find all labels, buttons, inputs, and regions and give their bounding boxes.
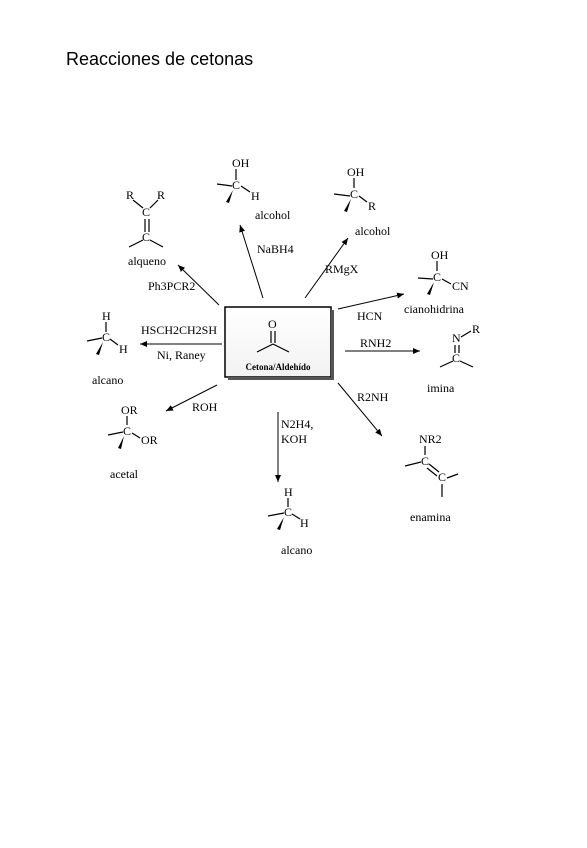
- svg-text:C: C: [452, 351, 460, 365]
- label-enamina: enamina: [410, 510, 451, 524]
- reagent-ph3pcr2: Ph3PCR2: [148, 279, 195, 293]
- svg-text:OH: OH: [347, 165, 365, 179]
- arrow-alcohol-1: [239, 224, 264, 299]
- svg-text:H: H: [102, 309, 111, 323]
- svg-text:N: N: [452, 331, 461, 345]
- product-imina: N R C imina: [427, 322, 480, 395]
- center-box: O Cetona/Aldehído: [224, 306, 334, 380]
- product-acetal: OR C OR acetal: [107, 403, 158, 481]
- svg-text:C: C: [123, 424, 131, 438]
- label-alcano-1: alcano: [92, 373, 123, 387]
- svg-text:OR: OR: [121, 403, 138, 417]
- carbonyl-oxygen: O: [268, 317, 277, 331]
- label-imina: imina: [427, 381, 455, 395]
- svg-text:C: C: [102, 330, 110, 344]
- arrow-enamina: [337, 382, 383, 437]
- svg-text:H: H: [119, 342, 128, 356]
- reagent-rmgx: RMgX: [325, 262, 359, 276]
- product-alcano-2: H C H alcano: [267, 485, 312, 557]
- svg-text:H: H: [300, 516, 309, 530]
- page-title: Reacciones de cetonas: [66, 49, 254, 69]
- reagent-roh: ROH: [192, 400, 218, 414]
- product-enamina: NR2 C C enamina: [404, 432, 459, 524]
- reagent-n2h4: N2H4,: [281, 417, 313, 431]
- svg-text:H: H: [251, 189, 260, 203]
- reagent-rnh2: RNH2: [360, 336, 391, 350]
- product-cianohidrina: OH C CN cianohidrina: [404, 248, 469, 316]
- arrow-acetal: [165, 384, 218, 412]
- svg-text:C: C: [142, 205, 150, 219]
- svg-text:OR: OR: [141, 433, 158, 447]
- label-acetal: acetal: [110, 467, 139, 481]
- reagent-ni-raney: Ni, Raney: [157, 348, 206, 362]
- svg-text:R: R: [472, 322, 480, 336]
- svg-text:R: R: [126, 188, 134, 202]
- svg-text:OH: OH: [232, 156, 250, 170]
- svg-text:R: R: [157, 188, 165, 202]
- label-alcohol-2: alcohol: [355, 224, 391, 238]
- reagent-hcn: HCN: [357, 309, 383, 323]
- reagent-hsch2ch2sh: HSCH2CH2SH: [141, 323, 217, 337]
- svg-text:C: C: [232, 178, 240, 192]
- reagent-nabh4: NaBH4: [257, 242, 294, 256]
- product-alcano-1: H C H alcano: [86, 309, 128, 387]
- svg-text:C: C: [438, 470, 446, 484]
- label-cianohidrina: cianohidrina: [404, 302, 465, 316]
- label-alcohol-1: alcohol: [255, 208, 291, 222]
- product-alqueno: R R C C alqueno: [126, 188, 166, 268]
- svg-text:H: H: [284, 485, 293, 499]
- svg-text:R: R: [368, 199, 376, 213]
- arrow-alcohol-2: [304, 237, 349, 299]
- label-alcano-2: alcano: [281, 543, 312, 557]
- arrow-alqueno: [177, 264, 220, 306]
- svg-text:C: C: [421, 454, 429, 468]
- center-label: Cetona/Aldehído: [245, 362, 311, 372]
- svg-text:C: C: [142, 230, 150, 244]
- svg-text:OH: OH: [431, 248, 449, 262]
- reagent-r2nh: R2NH: [357, 390, 389, 404]
- svg-text:C: C: [433, 270, 441, 284]
- label-alqueno: alqueno: [128, 254, 166, 268]
- svg-text:NR2: NR2: [419, 432, 442, 446]
- svg-text:C: C: [350, 187, 358, 201]
- svg-text:CN: CN: [452, 279, 469, 293]
- product-alcohol-2: OH C R alcohol: [333, 165, 391, 238]
- reagent-koh: KOH: [281, 432, 307, 446]
- arrow-cianohidrina: [337, 292, 405, 310]
- product-alcohol-1: OH C H alcohol: [216, 156, 291, 222]
- svg-text:C: C: [284, 505, 292, 519]
